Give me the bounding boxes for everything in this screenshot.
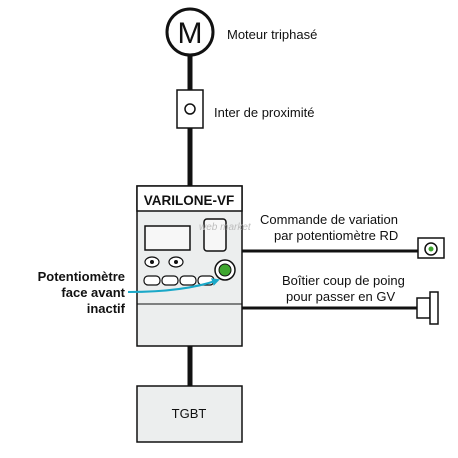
drive-header: [136, 185, 243, 212]
remote-control-line2: par potentiomètre RD: [274, 228, 398, 243]
drive-key-3: [179, 275, 197, 286]
drive-button-right: [168, 256, 184, 268]
front-pot-line3: inactif: [87, 301, 126, 316]
tgbt-box: [136, 385, 243, 443]
proximity-switch: [176, 89, 204, 129]
remote-potentiometer: [417, 237, 445, 259]
drive-key-2: [161, 275, 179, 286]
emergency-stop-head: [429, 291, 439, 325]
emergency-stop-line2: pour passer en GV: [286, 289, 395, 304]
front-potentiometer-knob: [214, 259, 236, 281]
drive-key-1: [143, 275, 161, 286]
emergency-stop-stem: [416, 297, 431, 319]
drive-terminal-slot: [203, 218, 227, 252]
proximity-switch-icon: [184, 103, 196, 115]
drive-button-left: [144, 256, 160, 268]
motor-symbol: M: [178, 17, 203, 50]
motor-icon: [165, 7, 215, 57]
callout-arrow: [127, 278, 220, 293]
proximity-switch-box: [176, 89, 204, 129]
front-pot-line1: Potentiomètre: [38, 269, 125, 284]
motor-label: Moteur triphasé: [227, 27, 317, 42]
motor: M: [165, 7, 215, 57]
emergency-stop-line1: Boîtier coup de poing: [282, 273, 405, 288]
watermark-text: web market: [199, 222, 252, 233]
front-pot-line2: face avant: [61, 285, 125, 300]
proximity-switch-label: Inter de proximité: [214, 105, 314, 120]
tgbt-label: TGBT: [172, 406, 207, 421]
drive-name: VARILONE-VF: [144, 193, 235, 208]
drive-unit: VARILONE-VF: [136, 185, 243, 347]
remote-control-line1: Commande de variation: [260, 212, 398, 227]
drive-display: [144, 225, 191, 251]
emergency-stop-button: [416, 291, 439, 325]
